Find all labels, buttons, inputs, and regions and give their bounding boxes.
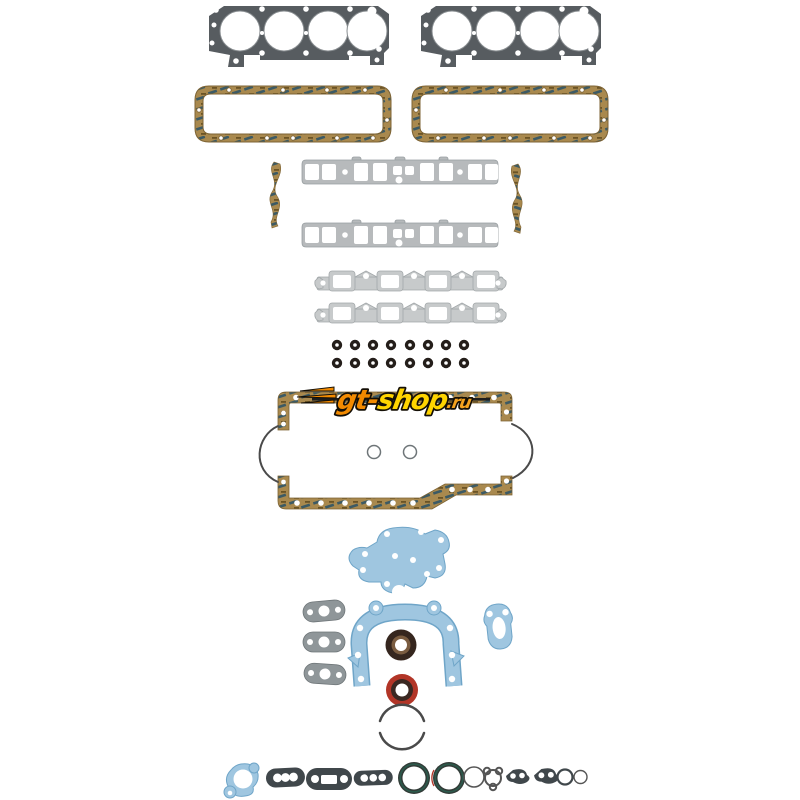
timing-cover-gasket bbox=[347, 600, 465, 687]
watermark-speed-line bbox=[312, 398, 490, 401]
oil-pan-end-seal-right bbox=[511, 423, 534, 479]
watermark-flame-icon bbox=[296, 386, 337, 404]
exhaust-manifold-gasket-top bbox=[314, 270, 507, 292]
exhaust-manifold-gasket-bottom bbox=[314, 302, 507, 324]
intake-end-seal-left bbox=[269, 161, 282, 229]
water-outlet-gasket-2 bbox=[302, 631, 346, 653]
small-port-gasket-1 bbox=[265, 767, 305, 788]
watermark-text-gt: gt- bbox=[335, 385, 381, 416]
cylinder-head-gasket-left bbox=[208, 5, 390, 68]
valve-cover-gasket-right bbox=[411, 85, 609, 143]
mounting-gasket-2 bbox=[534, 768, 559, 784]
watermark-text-ru: .ru bbox=[445, 393, 473, 413]
small-port-gasket-3 bbox=[353, 769, 393, 786]
crankshaft-seal bbox=[386, 674, 418, 706]
o-ring-seal-2 bbox=[431, 762, 465, 794]
watermark: gt-shop.ru bbox=[296, 383, 490, 418]
camshaft-seal bbox=[385, 629, 417, 661]
valve-cover-gasket-left bbox=[194, 85, 392, 143]
mounting-gasket-1 bbox=[506, 769, 530, 784]
watermark-text-shop: shop bbox=[375, 385, 450, 416]
water-outlet-gasket-1 bbox=[301, 598, 347, 624]
thermostat-gasket bbox=[223, 762, 260, 799]
oil-pan-end-seal-left bbox=[258, 425, 279, 483]
intake-end-seal-right bbox=[510, 163, 523, 234]
o-ring-seal-1 bbox=[398, 762, 430, 794]
watermark-text: gt-shop.ru bbox=[335, 385, 475, 416]
small-gasket-ring bbox=[463, 766, 485, 788]
rear-main-seal bbox=[378, 703, 426, 751]
cylinder-head-gasket-right bbox=[420, 5, 602, 68]
small-o-ring-1 bbox=[556, 768, 574, 786]
fuel-pump-gasket bbox=[483, 603, 513, 650]
small-o-ring-2 bbox=[573, 769, 588, 785]
valve-stem-seals bbox=[331, 339, 470, 369]
intake-manifold-gasket-top bbox=[301, 156, 499, 185]
intake-manifold-gasket-bottom bbox=[301, 219, 499, 248]
oil-pan-ring-right bbox=[402, 444, 418, 460]
water-outlet-gasket-3 bbox=[302, 662, 348, 686]
distributor-gasket bbox=[482, 766, 504, 792]
small-port-gasket-2 bbox=[306, 768, 352, 790]
oil-pan-ring-left bbox=[366, 444, 382, 460]
water-pump-gasket bbox=[348, 526, 450, 599]
